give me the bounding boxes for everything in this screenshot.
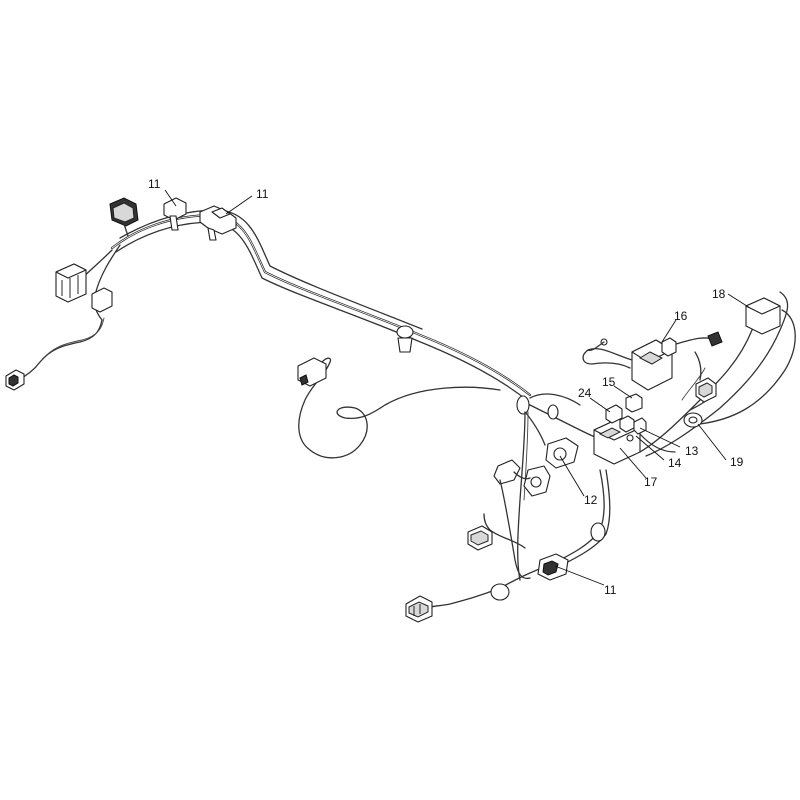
central-harness-node (516, 393, 641, 581)
connector-24 (605, 404, 623, 424)
callout-19: 19 (730, 455, 744, 469)
connector-bottom-left (5, 369, 25, 391)
connector-lower-middle (467, 525, 493, 551)
solenoid-16 (582, 331, 723, 391)
callout-15: 15 (602, 375, 616, 389)
main-harness-trunk (110, 209, 532, 402)
callout-24: 24 (578, 386, 592, 400)
fuse-block-left (55, 263, 113, 313)
callout-14: 14 (668, 456, 682, 470)
connector-top-left (109, 197, 139, 237)
left-branch-wiring (17, 244, 121, 381)
leader-lines (164, 189, 751, 586)
callout-12: 12 (584, 493, 598, 507)
dangling-loop-wiring (297, 357, 501, 459)
callout-11-top-left: 11 (148, 177, 161, 191)
connector-lower-left (405, 595, 433, 623)
trunk-clip-middle (396, 325, 414, 353)
terminals-13-14 (633, 417, 676, 453)
callout-13: 13 (685, 444, 699, 458)
terminal-boot-18 (745, 297, 781, 335)
callout-11-bottom: 11 (604, 583, 617, 597)
ring-terminal-19 (683, 412, 703, 428)
lower-harness-branch (425, 469, 611, 609)
relay-module-17 (593, 415, 641, 465)
callout-16: 16 (674, 309, 688, 323)
callout-11-top-right: 11 (256, 187, 269, 201)
callout-17: 17 (644, 475, 658, 489)
callout-18: 18 (712, 287, 726, 301)
connector-15 (625, 393, 643, 413)
clip-bracket-a (163, 197, 187, 231)
component-12-assembly (493, 437, 579, 580)
connector-right-small (695, 377, 717, 403)
